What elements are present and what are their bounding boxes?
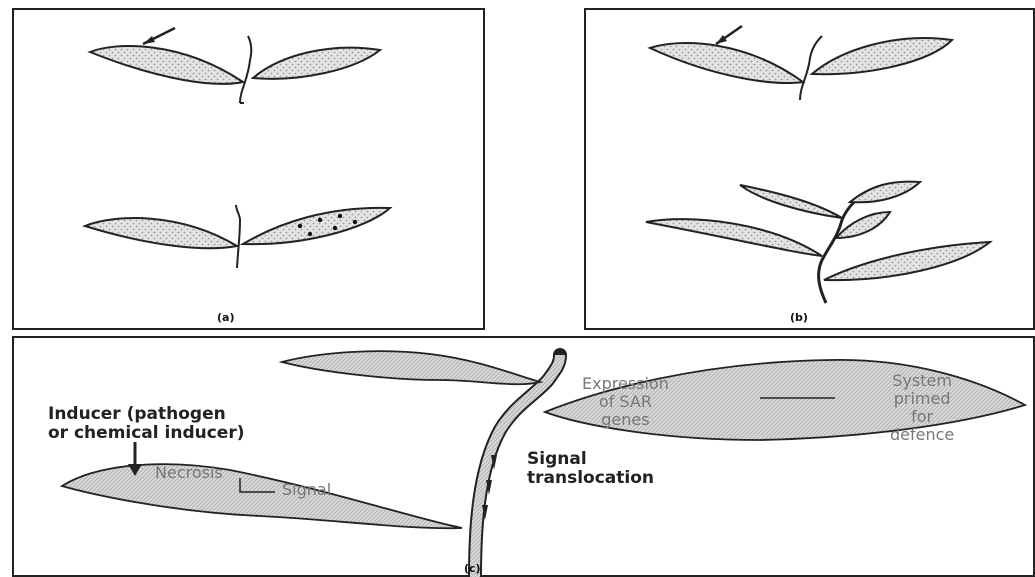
signal-translocation-line-1: Signal — [527, 450, 654, 469]
leaf-c-top — [282, 351, 540, 384]
expression-line-2: of SAR — [582, 393, 669, 411]
leaf-b-top-left — [650, 43, 803, 83]
signal-label: Signal — [282, 481, 331, 499]
expression-label: Expression of SAR genes — [582, 375, 669, 429]
panel-a-label: (a) — [217, 312, 234, 324]
system-line-3: for — [890, 408, 954, 426]
leaf-a-bottom-left — [85, 218, 237, 248]
system-line-1: System — [890, 372, 954, 390]
leaf-c-left — [62, 464, 462, 528]
plant-a-bottom — [85, 205, 390, 268]
leaf-b-lower-right — [824, 242, 990, 280]
inducer-label: Inducer (pathogen or chemical inducer) — [48, 405, 245, 443]
signal-translocation-line-2: translocation — [527, 469, 654, 488]
inducer-line-2: or chemical inducer) — [48, 424, 245, 443]
system-line-2: primed — [890, 390, 954, 408]
plant-a-top — [90, 28, 380, 103]
leaf-a-top-left — [90, 46, 243, 84]
leaf-b-upper-right — [850, 182, 920, 203]
stem-a-top — [240, 36, 251, 103]
plant-b-bottom — [646, 182, 990, 303]
expression-line-3: genes — [582, 411, 669, 429]
system-line-4: defence — [890, 426, 954, 444]
necrosis-label: Necrosis — [155, 464, 223, 482]
stem-a-bottom — [236, 205, 240, 268]
leaf-b-top-right — [812, 38, 952, 74]
panel-c-label: (c) — [464, 563, 481, 575]
leaf-a-bottom-right — [243, 208, 390, 244]
leaf-a-top-right — [253, 48, 380, 79]
leaf-b-upper-left — [740, 185, 842, 218]
signal-translocation-label: Signal translocation — [527, 450, 654, 488]
plant-b-top — [650, 26, 952, 100]
system-primed-label: System primed for defence — [890, 372, 954, 444]
panel-b-label: (b) — [790, 312, 808, 324]
expression-line-1: Expression — [582, 375, 669, 393]
inducer-line-1: Inducer (pathogen — [48, 405, 245, 424]
leaf-b-lower-left — [646, 219, 822, 256]
